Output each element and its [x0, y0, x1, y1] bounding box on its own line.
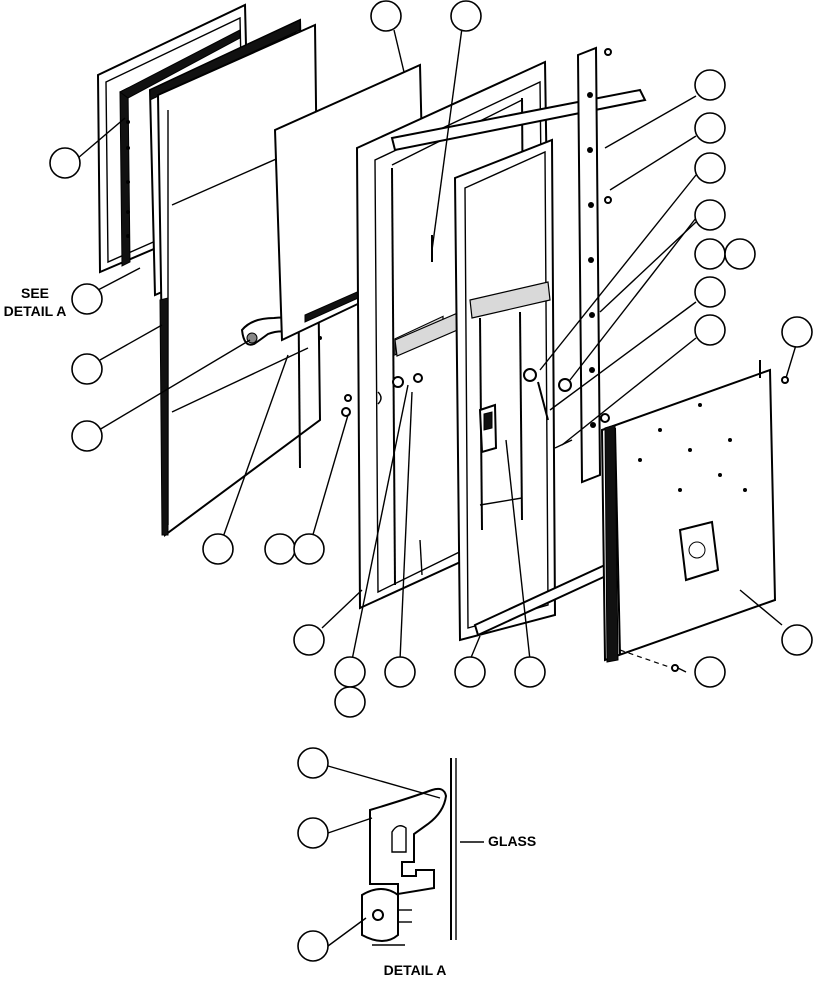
hardware-screws [341, 368, 573, 449]
text-labels: SEE DETAIL A GLASS DETAIL A [4, 285, 537, 978]
callout-bubble [450, 0, 482, 32]
detail-a-title: DETAIL A [384, 962, 447, 978]
callout-bubble [694, 238, 726, 270]
callout-bubble [694, 152, 726, 184]
leader-lines [77, 27, 797, 673]
callout-bubble [724, 238, 756, 270]
callout-bubble [781, 624, 813, 656]
callout-bubble [384, 656, 416, 688]
callout-bubble [293, 533, 325, 565]
see-detail-label-line2: DETAIL A [4, 303, 67, 319]
callout-bubble [293, 624, 325, 656]
callout-bubble [454, 656, 486, 688]
callout-bubble [297, 747, 329, 779]
callout-bubbles [49, 0, 813, 962]
door-parts [96, 3, 789, 672]
callout-bubble [694, 199, 726, 231]
glass-label: GLASS [488, 833, 536, 849]
inner-door-frame [453, 138, 557, 642]
detail-a-cross-section [327, 758, 484, 947]
callout-bubble [264, 533, 296, 565]
callout-bubble [694, 314, 726, 346]
callout-bubble [694, 69, 726, 101]
callout-bubble [781, 316, 813, 348]
callout-bubble [297, 817, 329, 849]
callout-bubble [694, 276, 726, 308]
callout-bubble [370, 0, 402, 32]
callout-bubble [514, 656, 546, 688]
callout-bubble [694, 112, 726, 144]
callout-bubble [71, 353, 103, 385]
see-detail-label-line1: SEE [21, 285, 49, 301]
callout-bubble [334, 656, 366, 688]
callout-bubble [71, 283, 103, 315]
callout-bubble [694, 656, 726, 688]
callout-bubble [297, 930, 329, 962]
callout-bubble [49, 147, 81, 179]
callout-bubble [202, 533, 234, 565]
side-panel [600, 360, 789, 672]
hinge-strip [576, 46, 612, 484]
callout-bubble [71, 420, 103, 452]
callout-bubble [334, 686, 366, 718]
